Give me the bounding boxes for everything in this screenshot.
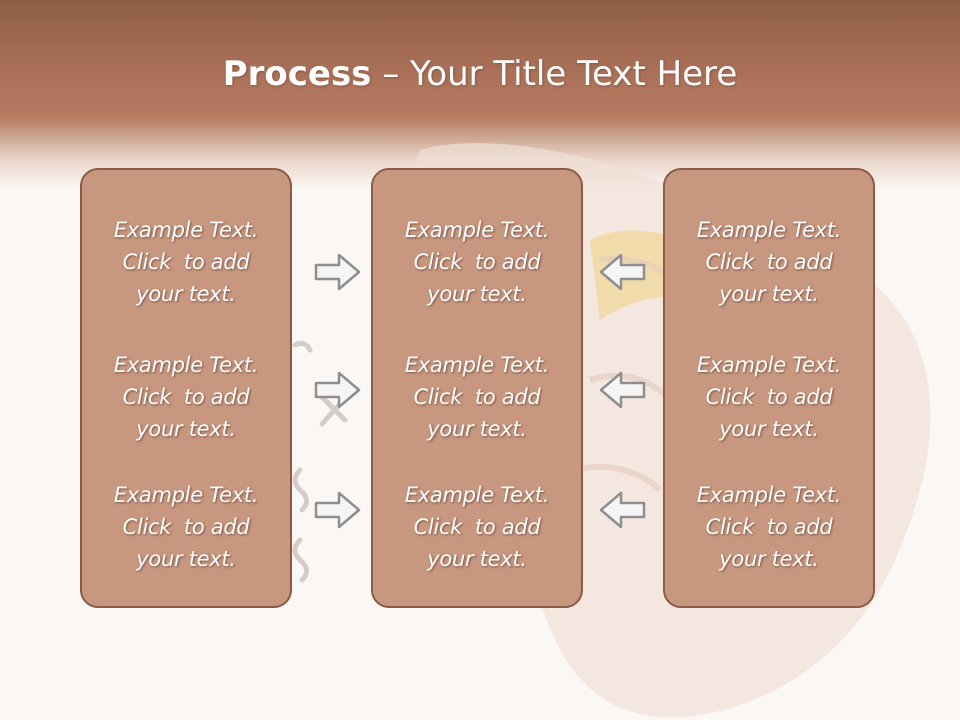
title-rest: – Your Title Text Here [371, 54, 738, 94]
process-panel-left: Example Text. Click to add your text. Ex… [80, 168, 292, 608]
process-panel-middle: Example Text. Click to add your text. Ex… [371, 168, 583, 608]
right-arrow-icon [314, 491, 361, 529]
left-arrow-icon [599, 253, 646, 291]
title-bold: Process [222, 54, 372, 94]
panel-middle-text-1[interactable]: Example Text. Click to add your text. [404, 218, 550, 306]
panel-left-text-2[interactable]: Example Text. Click to add your text. [113, 353, 259, 441]
process-panel-right: Example Text. Click to add your text. Ex… [663, 168, 875, 608]
slide-title: Process – Your Title Text Here [0, 52, 960, 96]
panel-right-text-2[interactable]: Example Text. Click to add your text. [696, 353, 842, 441]
panel-right-text-1[interactable]: Example Text. Click to add your text. [696, 218, 842, 306]
panel-left-text-1[interactable]: Example Text. Click to add your text. [113, 218, 259, 306]
left-arrow-icon [599, 491, 646, 529]
right-arrow-icon [314, 253, 361, 291]
panel-left-text-3[interactable]: Example Text. Click to add your text. [113, 483, 259, 571]
panel-middle-text-3[interactable]: Example Text. Click to add your text. [404, 483, 550, 571]
right-arrow-icon [314, 371, 361, 409]
left-arrow-icon [599, 371, 646, 409]
panel-right-text-3[interactable]: Example Text. Click to add your text. [696, 483, 842, 571]
panel-middle-text-2[interactable]: Example Text. Click to add your text. [404, 353, 550, 441]
